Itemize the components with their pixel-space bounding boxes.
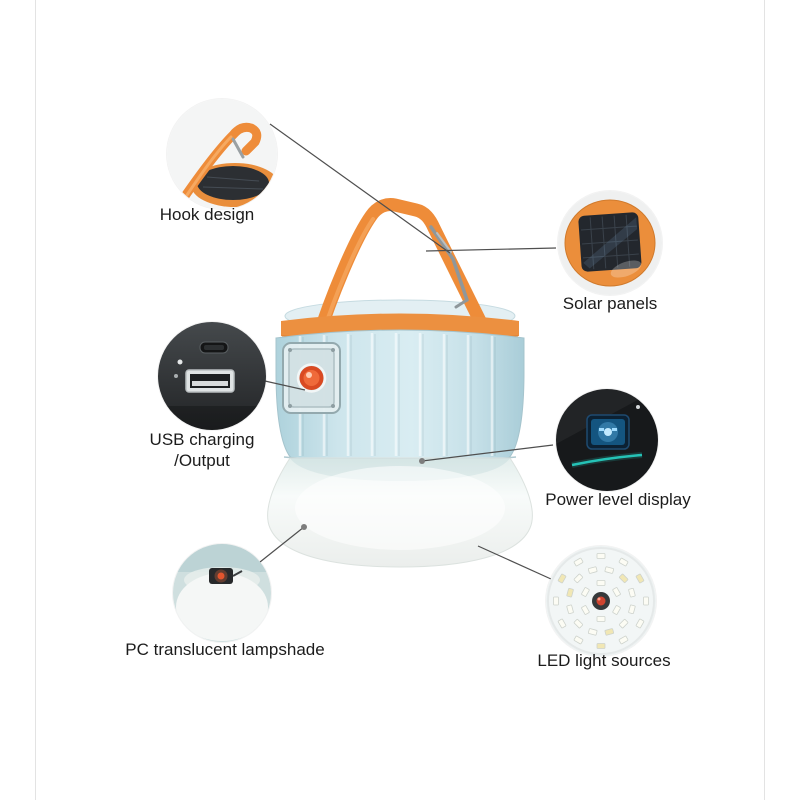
- hook-photo: [167, 99, 277, 209]
- solar-callout-line: [425, 247, 557, 252]
- feature-label-hook: Hook design: [159, 205, 255, 224]
- usb-callout-line: [264, 380, 306, 391]
- feature-label-solar: Solar panels: [562, 294, 658, 313]
- hook-callout-line: [269, 123, 451, 254]
- power-display-photo: [556, 389, 658, 491]
- shade-callout-line: [259, 526, 305, 563]
- feature-label-power: Power level display: [545, 490, 691, 509]
- hook-design-callout: [167, 99, 277, 209]
- feature-label-led: LED light sources: [537, 651, 671, 670]
- control-panel: [282, 342, 341, 414]
- usb-photo: [158, 322, 266, 430]
- callout-lines: [259, 123, 557, 580]
- power-level-display-callout: [556, 389, 658, 491]
- carabiner-clip: [429, 225, 469, 309]
- lampshade-photo: [173, 544, 271, 642]
- lampshade-callout: [173, 544, 271, 642]
- plug-icon: [209, 568, 243, 584]
- shade-callout-dot: [301, 524, 307, 530]
- feature-label-usb: USB charging /Output: [149, 430, 255, 471]
- solar-panels-callout: [558, 191, 662, 295]
- feature-label-lampshade: PC translucent lampshade: [125, 640, 325, 659]
- led-photo: [546, 546, 656, 656]
- lampshade-glow: [295, 466, 505, 550]
- solar-photo: [558, 191, 662, 295]
- power-callout-line: [421, 444, 554, 462]
- indicator-led-icon: [174, 374, 178, 378]
- page-edge-right: [764, 0, 765, 800]
- page-edge-left: [35, 0, 36, 800]
- power-display-icon: [586, 414, 630, 450]
- indicator-led-icon: [177, 359, 183, 365]
- led-callout-line: [477, 545, 552, 580]
- led-chips-icon: [553, 553, 649, 649]
- led-light-sources-callout: [546, 546, 656, 656]
- usb-charging-callout: [158, 322, 266, 430]
- power-callout-dot: [419, 458, 425, 464]
- solar-panel-icon: [578, 212, 642, 272]
- usb-a-port-icon: [185, 369, 235, 393]
